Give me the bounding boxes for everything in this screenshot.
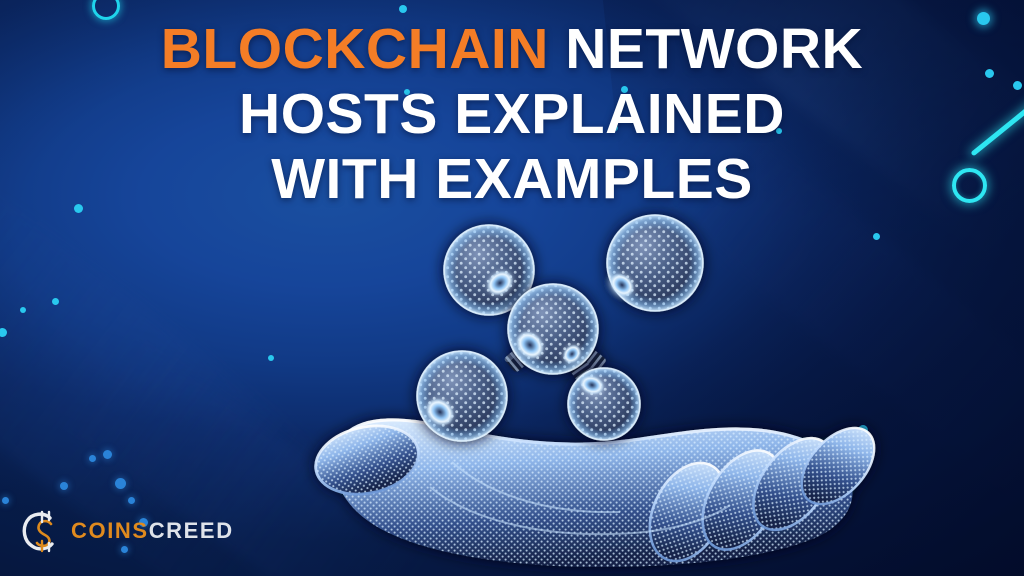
logo-text-creed: CREED — [148, 518, 234, 543]
particle-dot — [60, 482, 68, 490]
particle-dot — [612, 125, 618, 131]
logo-text-coins: COINS — [71, 518, 149, 543]
title-highlight-blockchain: BLOCKCHAIN — [160, 17, 549, 81]
network-node-ring-icon — [952, 168, 987, 203]
particle-dot — [776, 128, 782, 134]
particle-dot — [2, 497, 9, 504]
logo-wordmark: COINSCREED — [71, 520, 234, 542]
particle-dot — [1013, 81, 1022, 90]
title-line-1: BLOCKCHAIN NETWORK — [0, 21, 1024, 78]
wireframe-hand-icon — [314, 418, 876, 568]
title-line-1-rest: NETWORK — [565, 17, 864, 81]
title-line-2: HOSTS EXPLAINED — [239, 81, 785, 146]
title-line-3: WITH EXAMPLES — [271, 146, 753, 211]
particle-dot — [399, 5, 407, 13]
site-logo[interactable]: COINSCREED — [20, 508, 234, 554]
particle-dot — [139, 518, 148, 527]
particle-dot — [977, 12, 990, 25]
node-sphere — [416, 350, 508, 442]
node-sphere — [443, 224, 535, 316]
particle-dot — [873, 233, 880, 240]
page-title: BLOCKCHAIN NETWORK HOSTS EXPLAINED WITH … — [0, 21, 1024, 211]
node-sphere — [606, 214, 704, 312]
particle-dot — [74, 204, 83, 213]
particle-dot — [52, 298, 59, 305]
particle-dot — [103, 450, 112, 459]
network-node-ring-icon — [92, 0, 120, 20]
particle-dot — [621, 86, 628, 93]
node-sphere — [507, 283, 599, 375]
particle-dot — [0, 328, 7, 337]
particle-dot — [20, 307, 26, 313]
hand-fingers — [648, 426, 876, 563]
coin-c-icon — [22, 510, 54, 553]
particle-dot — [128, 497, 135, 504]
particle-dot — [115, 478, 126, 489]
particle-dot — [404, 89, 410, 95]
particle-dot — [985, 69, 994, 78]
particle-dot — [268, 355, 274, 361]
particle-dot — [721, 167, 727, 173]
node-sphere — [567, 367, 641, 441]
particle-dot — [89, 455, 96, 462]
blockchain-node-molecule-icon — [416, 214, 704, 442]
particle-dot — [121, 546, 128, 553]
